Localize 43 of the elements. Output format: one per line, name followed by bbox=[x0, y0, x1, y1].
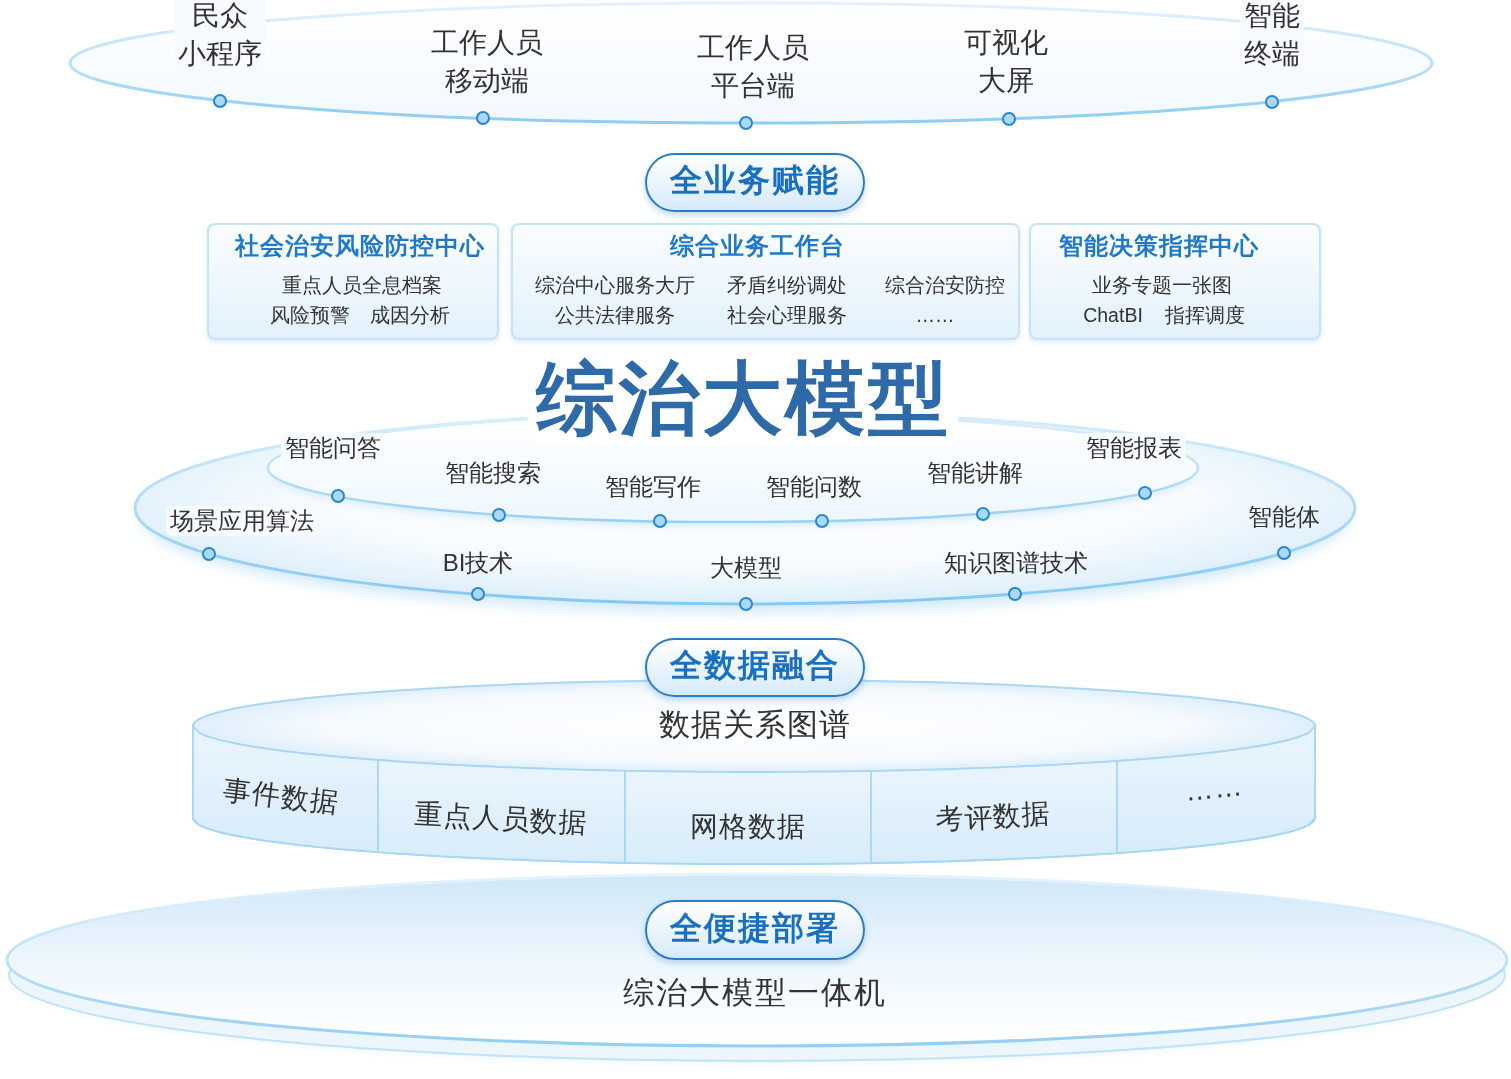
endpoint-label: 可视化大屏 bbox=[964, 26, 1048, 98]
capability-label: 智能问答 bbox=[281, 433, 385, 463]
capability-label: 智能报表 bbox=[1082, 433, 1186, 463]
heading-pill: 全便捷部署 bbox=[645, 900, 865, 960]
feature-item: 综治中心服务大厅 bbox=[535, 273, 695, 298]
feature-item: 社会心理服务 bbox=[727, 303, 847, 328]
capability-label: 智能问数 bbox=[766, 472, 862, 502]
module-card bbox=[1029, 223, 1321, 340]
segment-label: 考评数据 bbox=[934, 797, 1052, 837]
feature-item: ChatBI bbox=[1083, 303, 1143, 328]
heading-pill: 全业务赋能 bbox=[645, 153, 865, 212]
capability-label: BI技术 bbox=[442, 548, 514, 578]
card-title: 综合业务工作台 bbox=[669, 231, 845, 261]
capability-label: 智能体 bbox=[1248, 502, 1320, 532]
card-title: 社会治安风险防控中心 bbox=[235, 231, 485, 261]
feature-item: 业务专题一张图 bbox=[1092, 273, 1232, 298]
heading-pill: 全数据融合 bbox=[645, 638, 865, 697]
capability-label: 大模型 bbox=[710, 553, 782, 583]
module-card bbox=[207, 223, 499, 340]
segment-label: …… bbox=[1183, 769, 1245, 809]
capability-label: 智能讲解 bbox=[927, 458, 1023, 488]
capability-label: 知识图谱技术 bbox=[944, 548, 1088, 578]
feature-item: …… bbox=[915, 303, 955, 328]
feature-item: 风险预警 bbox=[270, 303, 350, 328]
segment-label: 网格数据 bbox=[690, 810, 806, 844]
platform-label: 综治大模型一体机 bbox=[623, 974, 887, 1012]
segment-label: 重点人员数据 bbox=[413, 797, 589, 841]
graph-label: 数据关系图谱 bbox=[659, 706, 851, 744]
module-card bbox=[511, 223, 1020, 340]
feature-item: 矛盾纠纷调处 bbox=[727, 273, 847, 298]
feature-item: 综合治安防控 bbox=[885, 273, 1005, 298]
endpoint-label: 工作人员移动端 bbox=[431, 26, 543, 98]
card-title: 智能决策指挥中心 bbox=[1059, 231, 1259, 261]
capability-label: 智能搜索 bbox=[445, 458, 541, 488]
model-title: 综治大模型 bbox=[527, 355, 959, 443]
feature-item: 成因分析 bbox=[370, 303, 450, 328]
segment-label: 事件数据 bbox=[221, 773, 341, 821]
capability-label: 场景应用算法 bbox=[166, 506, 318, 536]
feature-item: 指挥调度 bbox=[1165, 303, 1245, 328]
feature-item: 重点人员全息档案 bbox=[282, 273, 442, 298]
feature-item: 公共法律服务 bbox=[555, 303, 675, 328]
capability-label: 智能写作 bbox=[605, 472, 701, 502]
endpoint-label: 工作人员平台端 bbox=[697, 31, 809, 103]
